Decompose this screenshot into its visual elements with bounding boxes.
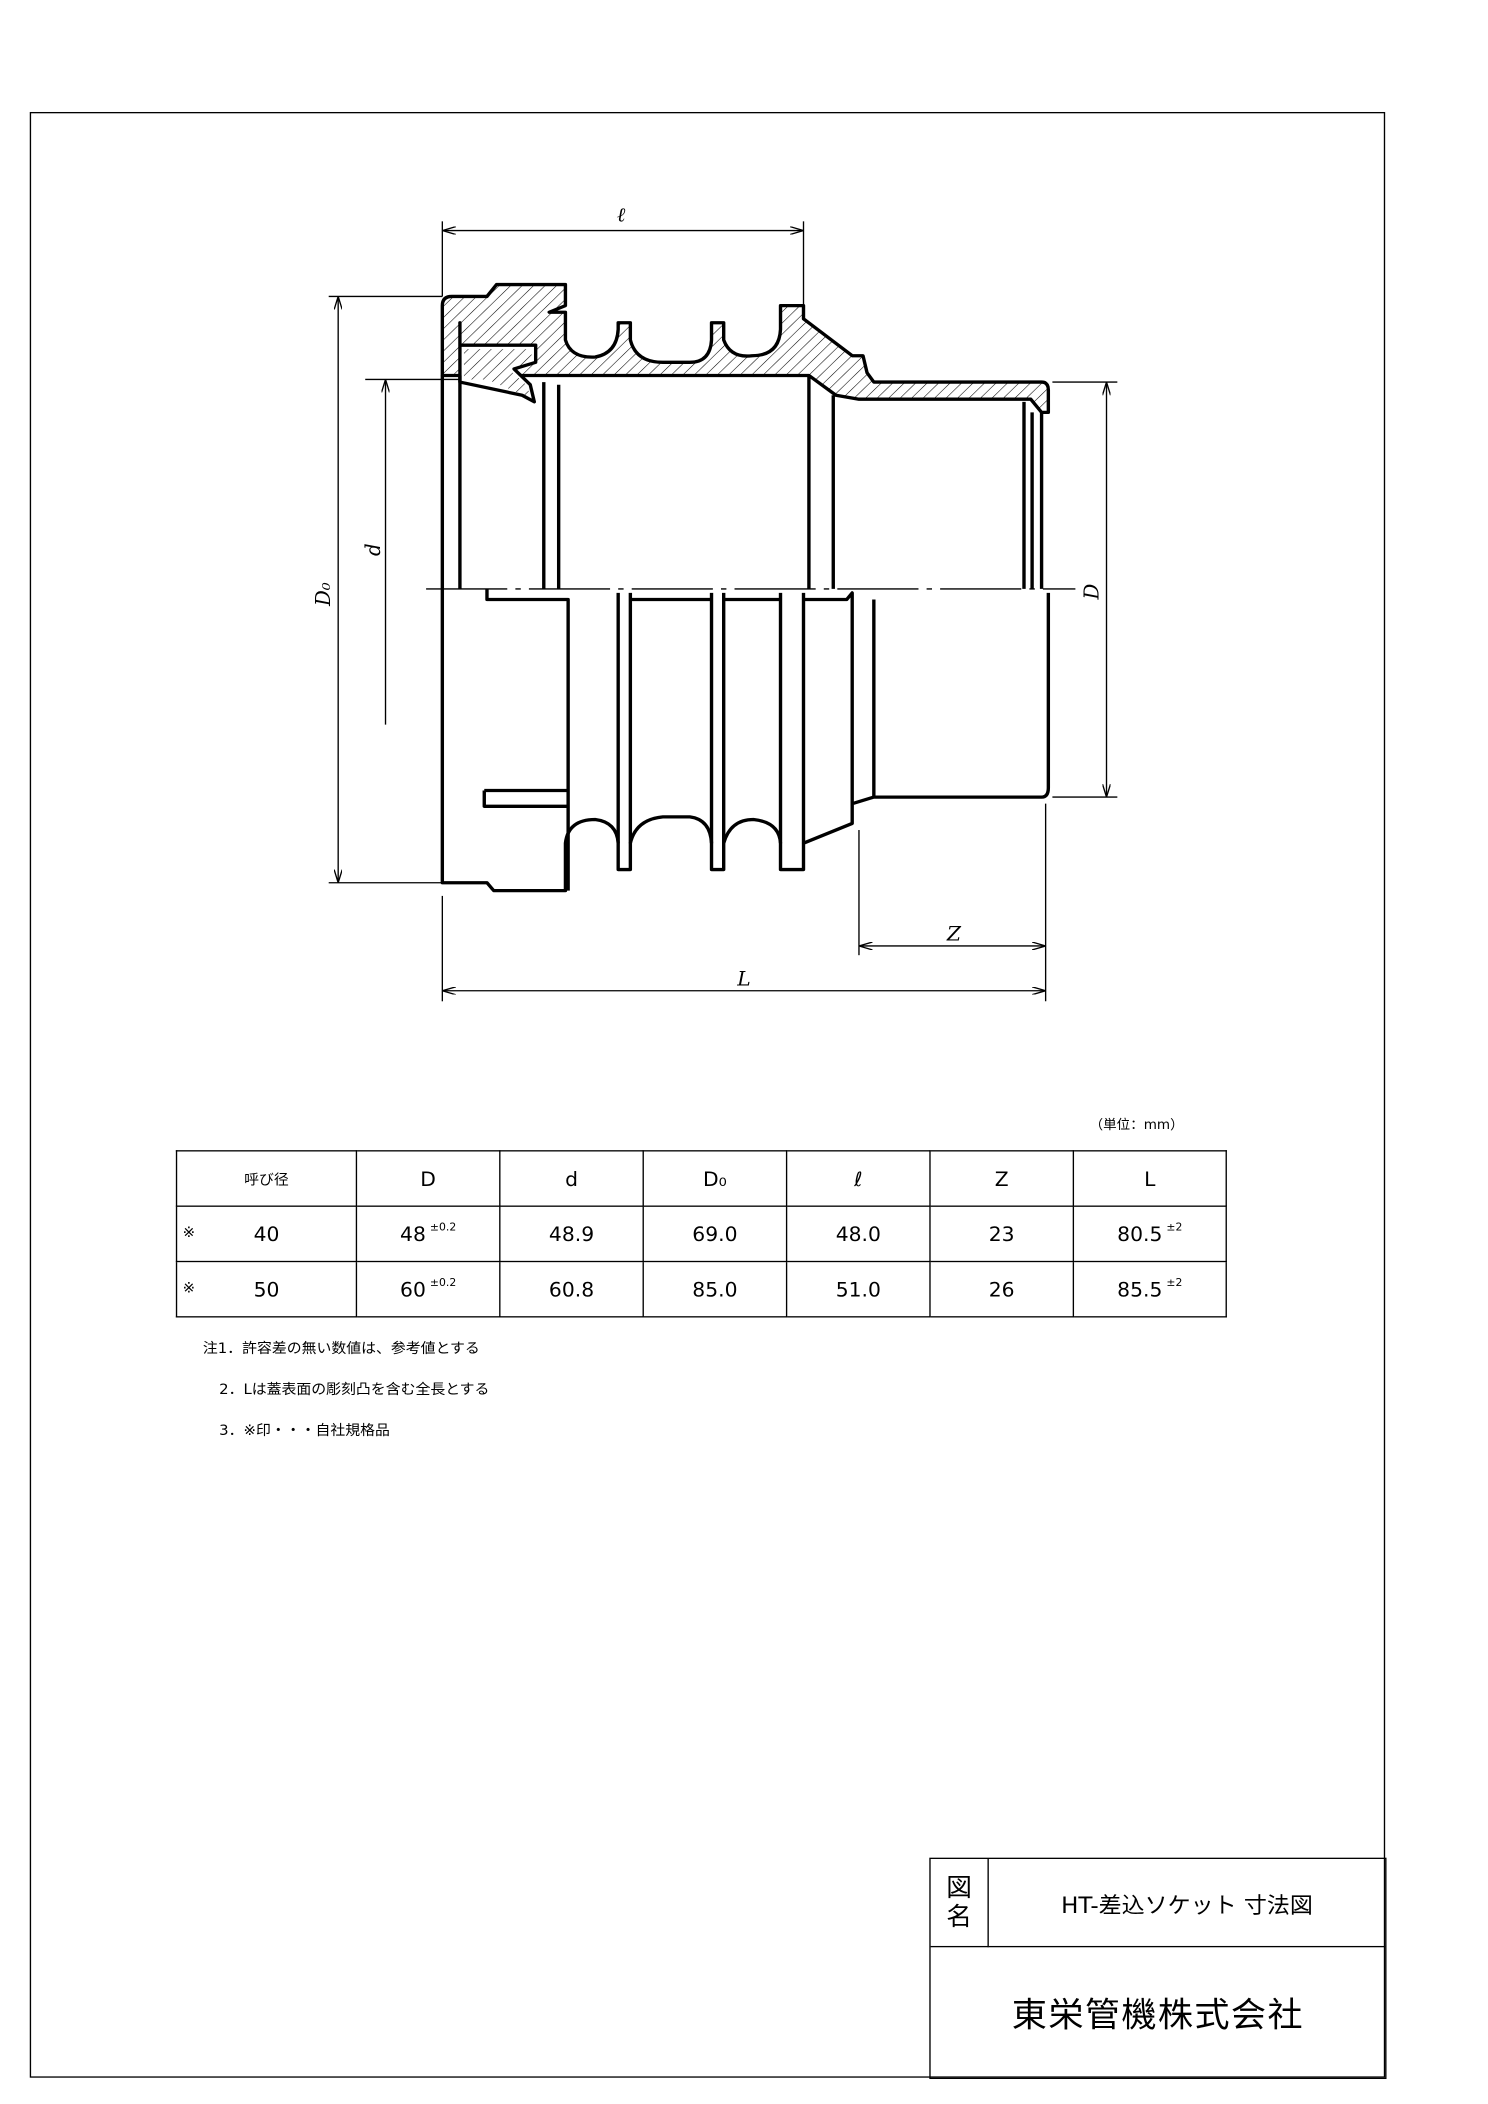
drawing-border [29,111,1386,2078]
header-l: ℓ [785,1150,931,1207]
section-lower-half [440,588,1051,893]
note-3: 3．※印・・・自社規格品 [219,1421,390,1439]
dim-label-D0: D₀ [311,582,335,607]
hatched-body-section [440,282,1051,415]
cell-l: 51.0 [785,1260,931,1318]
dimension-lines [328,221,1118,1002]
size-value: 40 [253,1221,280,1246]
note-2: 2．Lは蓋表面の彫刻凸を含む全長とする [219,1380,490,1398]
cell-Z: 23 [929,1205,1075,1263]
title-block: 図 名 HT-差込ソケット 寸法図 東栄管機株式会社 [929,1857,1387,2080]
L-value: 80.5 [1117,1222,1163,1247]
table-header-row: 呼び径 D d D₀ ℓ Z L [175,1150,1227,1207]
header-D: D [355,1150,501,1207]
table-row: ※ 50 60±0.2 60.8 85.0 51.0 26 85.5±2 [175,1260,1227,1318]
header-nominal-size: 呼び径 [175,1150,358,1207]
custom-spec-mark: ※ [182,1279,196,1297]
socket-section-drawing: ℓ D₀ d D Z L [311,203,1118,1002]
dim-label-l: ℓ [617,203,626,227]
unit-label: （単位：mm） [1089,1118,1184,1134]
cell-D: 60±0.2 [355,1260,501,1318]
cell-size: ※ 40 [175,1205,358,1263]
header-d: d [499,1150,644,1207]
L-tolerance: ±2 [1166,1221,1183,1234]
dim-label-d: d [361,543,385,556]
D-value: 48 [400,1222,426,1247]
D-value: 60 [400,1277,426,1302]
dim-label-Z: Z [946,922,962,946]
cell-d: 60.8 [499,1260,644,1318]
L-value: 85.5 [1117,1277,1163,1302]
header-Z: Z [929,1150,1075,1207]
section-upper-half [440,282,1051,589]
dim-label-D: D [1079,584,1103,601]
label-char: 名 [946,1902,972,1932]
drawing-name-label: 図 名 [930,1858,989,1948]
drawing-name: HT-差込ソケット 寸法図 [988,1859,1386,1948]
note-1: 注1．許容差の無い数値は、参考値とする [202,1339,480,1358]
cap-gasket-hatch [463,349,532,398]
header-D0: D₀ [642,1150,788,1207]
cell-d: 48.9 [499,1205,644,1263]
cell-D: 48±0.2 [355,1205,501,1263]
cell-L: 80.5±2 [1072,1205,1227,1263]
cell-Z: 26 [929,1260,1075,1318]
label-char: 図 [946,1873,972,1903]
D-tolerance: ±0.2 [429,1221,457,1234]
cell-D0: 69.0 [642,1205,788,1263]
cell-D0: 85.0 [642,1260,788,1318]
cell-L: 85.5±2 [1072,1260,1227,1318]
custom-spec-mark: ※ [182,1223,196,1242]
cell-size: ※ 50 [175,1260,358,1318]
D-tolerance: ±0.2 [429,1276,457,1289]
L-tolerance: ±2 [1166,1276,1183,1289]
size-value: 50 [253,1277,280,1302]
dimension-table: 呼び径 D d D₀ ℓ Z L ※40 48±0.2 48.9 69.0 48… [175,1150,1227,1318]
dim-label-L: L [736,967,750,991]
table-row: ※ 40 48±0.2 48.9 69.0 48.0 23 80.5±2 [175,1205,1227,1263]
header-L: L [1072,1150,1227,1207]
cell-l: 48.0 [785,1205,931,1263]
company-name: 東栄管機株式会社 [1011,1996,1305,2036]
